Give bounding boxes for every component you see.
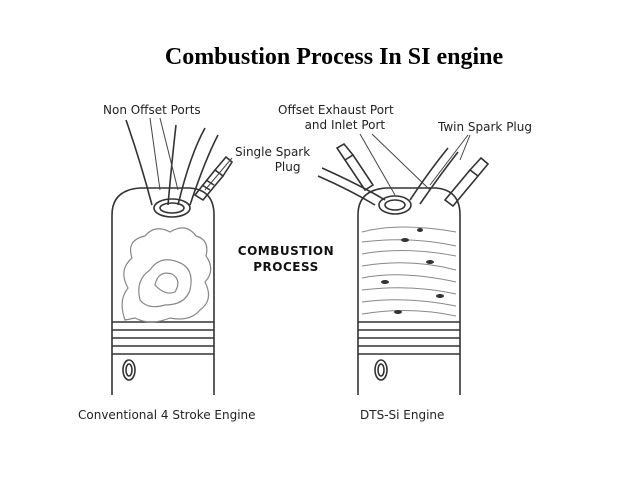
- left-engine-cylinder: [111, 187, 215, 395]
- right-engine-cylinder: [357, 187, 461, 395]
- label-combustion-line2: PROCESS: [253, 260, 319, 274]
- label-single-spark-line1: Single Spark: [235, 145, 311, 159]
- right-flame-marks: [381, 228, 444, 314]
- leader-lines: [149, 117, 471, 196]
- left-spark-plug: [193, 155, 234, 202]
- label-non-offset-ports: Non Offset Ports: [103, 103, 201, 117]
- left-combustion-cloud: [121, 227, 212, 323]
- label-offset-ports-line2: and Inlet Port: [304, 118, 386, 132]
- label-offset-ports-line1: Offset Exhaust Port: [278, 103, 394, 117]
- label-combustion-process: COMBUSTION PROCESS: [228, 243, 344, 275]
- label-single-spark-plug: Single Spark Plug: [235, 145, 310, 175]
- label-offset-ports: Offset Exhaust Port and Inlet Port: [278, 103, 394, 133]
- left-valve-ports: [125, 119, 219, 218]
- label-combustion-line1: COMBUSTION: [237, 244, 335, 258]
- label-single-spark-line2: Plug: [274, 160, 301, 174]
- right-swirl-lines: [361, 226, 457, 317]
- label-conventional-engine: Conventional 4 Stroke Engine: [78, 408, 256, 422]
- label-twin-spark-plug: Twin Spark Plug: [438, 120, 532, 134]
- label-dts-si-engine: DTS-Si Engine: [360, 408, 445, 422]
- right-valve-ports: [317, 147, 459, 215]
- slide-title: Combustion Process In SI engine: [164, 44, 504, 70]
- right-spark-plug-right: [443, 156, 490, 208]
- right-spark-plug-left: [335, 142, 375, 192]
